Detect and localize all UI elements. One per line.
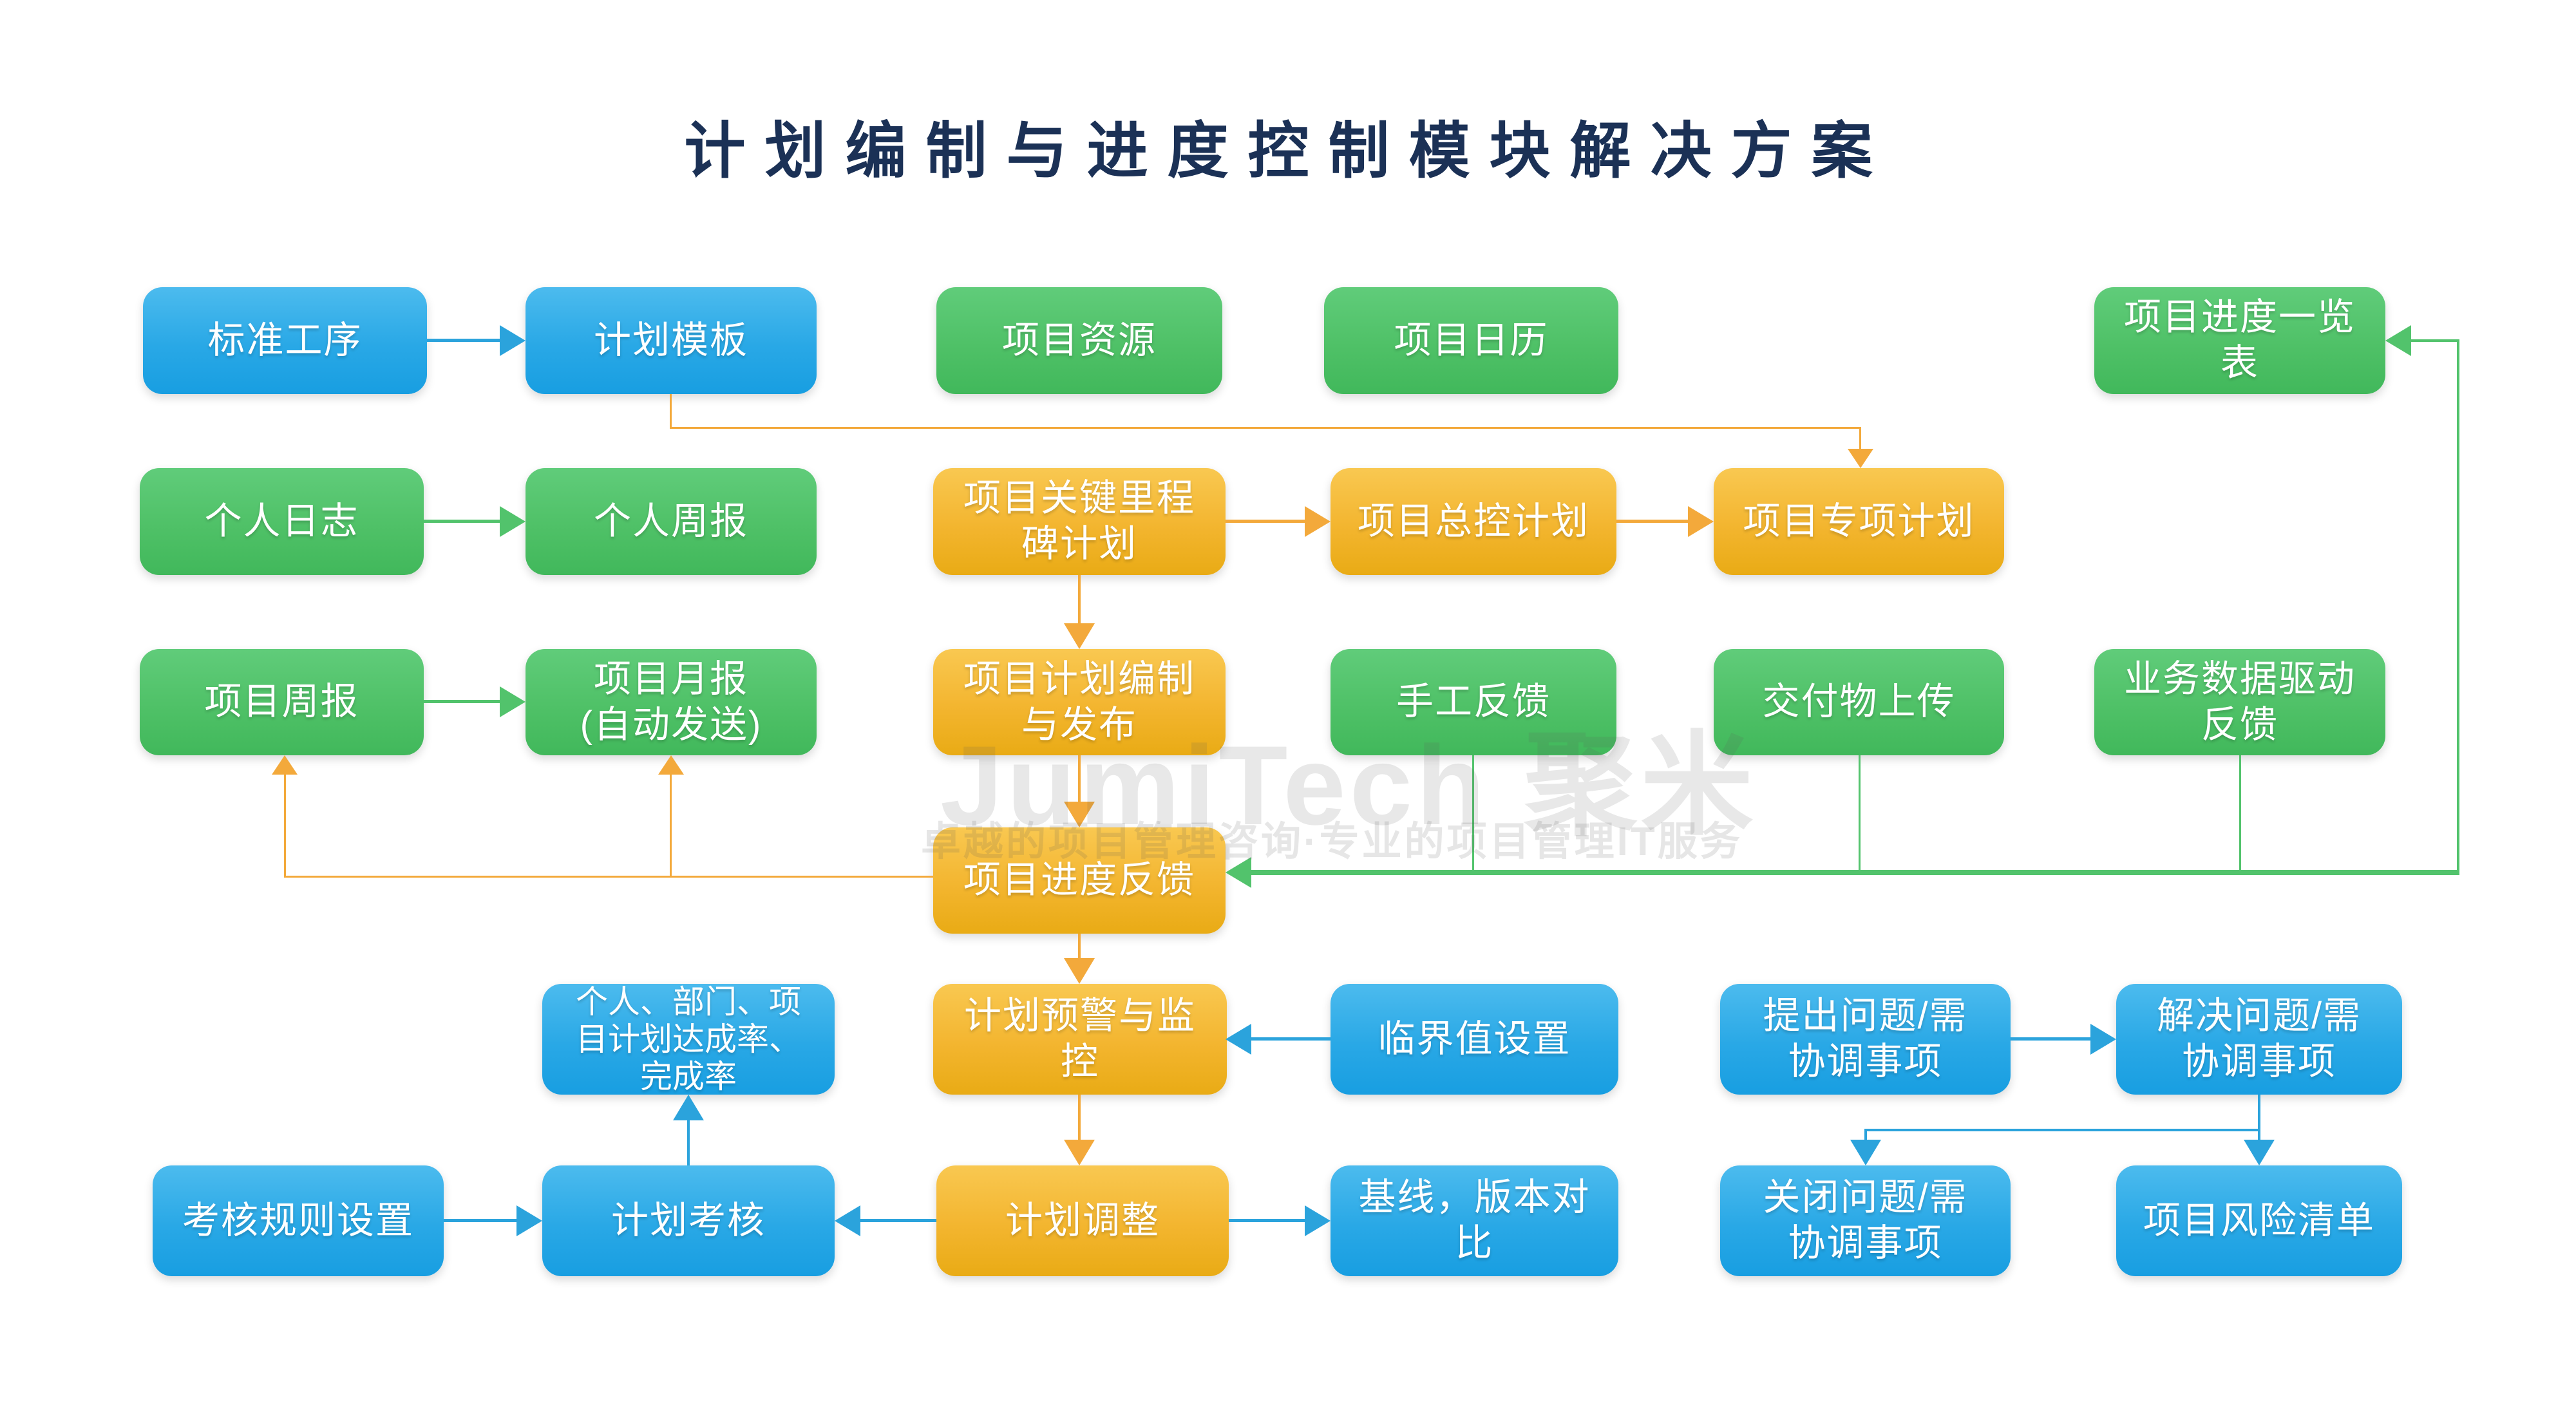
node-assessment-rules: 考核规则设置 — [153, 1165, 444, 1276]
node-master-plan: 项目总控计划 — [1331, 468, 1616, 575]
connector-adjustment-to-assessment-arrow — [835, 1205, 860, 1236]
connector-template-to-special-arrow — [1848, 449, 1873, 468]
connector-biz-data-drop — [2239, 755, 2241, 872]
node-special-plan: 项目专项计划 — [1714, 468, 2004, 575]
connector-milestone-to-master-arrow — [1305, 506, 1331, 537]
connector-assessment-to-rate-line — [687, 1113, 690, 1165]
node-plan-compile-publish: 项目计划编制 与发布 — [933, 649, 1226, 755]
page-title: 计划编制与进度控制模块解决方案 — [684, 117, 1892, 185]
connector-weekly-to-monthly-arrow — [500, 686, 526, 717]
node-plan-template: 计划模板 — [526, 287, 817, 394]
node-threshold-setting: 临界值设置 — [1331, 984, 1618, 1095]
connector-branch-to-risk-v — [2258, 1129, 2260, 1148]
connector-overview-riser — [2457, 339, 2459, 875]
connector-compile-to-feedback-line — [1078, 755, 1081, 805]
connector-template-to-special-v2 — [1859, 427, 1861, 453]
connector-overview-top-line — [2409, 339, 2459, 342]
connector-deliverable-drop — [1859, 755, 1861, 872]
connector-threshold-to-warning-line — [1248, 1037, 1331, 1041]
connector-milestone-to-compile-line — [1078, 575, 1081, 627]
connector-feedback-to-monthly-v — [670, 773, 672, 877]
node-deliverable-upload: 交付物上传 — [1714, 649, 2004, 755]
node-standard-process: 标准工序 — [143, 287, 427, 394]
connector-personal-log-to-weekly-line — [424, 520, 503, 523]
connector-branch-to-close-v — [1864, 1129, 1867, 1148]
node-personal-log: 个人日志 — [140, 468, 424, 575]
connector-raise-to-solve-arrow — [2090, 1024, 2116, 1055]
node-progress-feedback: 项目进度反馈 — [933, 827, 1226, 934]
connector-warning-to-adjustment-arrow — [1064, 1140, 1095, 1165]
connector-arrow-into-overview — [2385, 325, 2411, 356]
connector-threshold-to-warning-arrow — [1226, 1024, 1251, 1055]
connector-arrow-into-risk-list — [2244, 1140, 2275, 1165]
node-close-issue: 关闭问题/需 协调事项 — [1720, 1165, 2011, 1276]
connector-personal-log-to-weekly-arrow — [500, 506, 526, 537]
connector-feedback-sources-main — [1248, 870, 2459, 875]
connector-solve-down-line — [2258, 1095, 2260, 1131]
connector-rules-to-assessment-arrow — [516, 1205, 542, 1236]
connector-template-to-special-h — [670, 427, 1861, 429]
connector-assessment-to-rate-arrow — [673, 1095, 704, 1120]
connector-adjustment-to-baseline-line — [1229, 1219, 1308, 1222]
connector-adjustment-to-assessment-line — [857, 1219, 936, 1222]
node-progress-overview: 项目进度一览 表 — [2094, 287, 2385, 394]
connector-master-to-special-arrow — [1688, 506, 1714, 537]
node-biz-data-feedback: 业务数据驱动 反馈 — [2094, 649, 2385, 755]
connector-standard-to-template-line — [427, 339, 503, 342]
connector-manual-feedback-drop — [1472, 755, 1474, 872]
connector-arrow-into-project-weekly — [272, 755, 298, 775]
connector-weekly-to-monthly-line — [424, 700, 503, 703]
connector-template-to-special-v1 — [670, 394, 672, 428]
node-project-monthly: 项目月报 (自动发送) — [526, 649, 817, 755]
connector-feedback-to-warning-line — [1078, 934, 1081, 961]
node-personal-weekly: 个人周报 — [526, 468, 817, 575]
node-plan-adjustment: 计划调整 — [936, 1165, 1229, 1276]
node-milestone-plan: 项目关键里程 碑计划 — [933, 468, 1226, 575]
connector-rules-to-assessment-line — [444, 1219, 520, 1222]
connector-arrow-into-close-issue — [1850, 1140, 1881, 1165]
watermark-tagline: 卓越的项目管理咨询·专业的项目管理IT服务 — [921, 820, 1743, 864]
node-risk-list: 项目风险清单 — [2116, 1165, 2402, 1276]
connector-feedback-to-reports-h — [284, 876, 933, 878]
connector-warning-to-adjustment-line — [1078, 1095, 1081, 1143]
node-achievement-rate: 个人、部门、项 目计划达成率、 完成率 — [542, 984, 835, 1095]
node-warning-monitor: 计划预警与监 控 — [933, 984, 1227, 1095]
node-raise-issue: 提出问题/需 协调事项 — [1720, 984, 2011, 1095]
node-solve-issue: 解决问题/需 协调事项 — [2116, 984, 2402, 1095]
connector-arrow-into-project-monthly — [658, 755, 684, 775]
connector-milestone-to-compile-arrow — [1064, 623, 1095, 649]
node-manual-feedback: 手工反馈 — [1331, 649, 1616, 755]
node-baseline-compare: 基线，版本对 比 — [1331, 1165, 1618, 1276]
connector-solve-branch-h — [1864, 1129, 2260, 1131]
node-plan-assessment: 计划考核 — [542, 1165, 835, 1276]
connector-feedback-to-warning-arrow — [1064, 958, 1095, 984]
connector-adjustment-to-baseline-arrow — [1305, 1205, 1331, 1236]
watermark-brand: JumiTech 聚米 — [940, 723, 1757, 849]
node-project-calendar: 项目日历 — [1324, 287, 1618, 394]
node-project-resource: 项目资源 — [936, 287, 1222, 394]
connector-standard-to-template-arrow — [500, 325, 526, 356]
connector-raise-to-solve-line — [2011, 1037, 2094, 1041]
connector-feedback-sources-arrow-into-feedback — [1226, 857, 1251, 888]
connector-master-to-special-line — [1616, 520, 1691, 523]
connector-feedback-to-weekly-v — [284, 773, 286, 877]
node-project-weekly: 项目周报 — [140, 649, 424, 755]
connector-milestone-to-master-line — [1226, 520, 1308, 523]
connector-compile-to-feedback-arrow — [1064, 802, 1095, 827]
